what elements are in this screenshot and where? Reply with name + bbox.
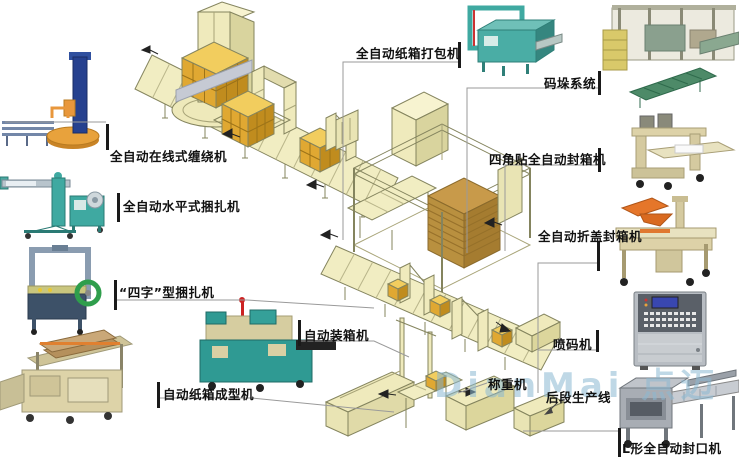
label-carton-strapper: 全自动纸箱打包机 bbox=[356, 46, 461, 61]
label-four-type-strapper: “四字”型捆扎机 bbox=[119, 285, 215, 300]
machine-arch-strapper bbox=[27, 245, 102, 335]
machine-carton-strapper bbox=[467, 5, 563, 76]
label-weigher: 称重机 bbox=[488, 377, 528, 392]
machine-l-sealer bbox=[618, 369, 739, 448]
main-conveyor-line bbox=[134, 1, 399, 218]
machine-pallet-wrapper bbox=[2, 52, 100, 149]
machine-corner-sealer bbox=[631, 113, 736, 190]
rear-line-section bbox=[324, 317, 566, 437]
palletizer-cell bbox=[346, 91, 532, 296]
label-l-sealer: L形全自动封口机 bbox=[622, 441, 722, 456]
rear-line-arrowhead bbox=[544, 407, 553, 415]
machine-case-packer bbox=[199, 297, 336, 392]
label-rear-line: 后段生产线 bbox=[546, 390, 612, 405]
machine-inkjet-printer bbox=[633, 291, 707, 370]
label-palletizing-system: 码垛系统 bbox=[544, 76, 597, 91]
leader-lines bbox=[5, 61, 618, 432]
label-corner-sealer: 四角贴全自动封箱机 bbox=[489, 152, 607, 167]
machine-palletizing-system bbox=[602, 5, 739, 108]
machine-fold-sealer bbox=[615, 196, 717, 286]
label-fold-sealer: 全自动折盖封箱机 bbox=[538, 229, 643, 244]
machine-horizontal-strapper bbox=[0, 172, 105, 239]
label-inkjet-printer: 喷码机 bbox=[553, 337, 593, 352]
label-case-packer: 自动装箱机 bbox=[304, 328, 370, 343]
flow-arrows bbox=[140, 45, 512, 399]
machine-carton-former bbox=[0, 329, 134, 424]
label-inline-wrapper: 全自动在线式缠绕机 bbox=[110, 149, 228, 164]
label-carton-former: 自动纸箱成型机 bbox=[163, 387, 255, 402]
label-horizontal-strapper: 全自动水平式捆扎机 bbox=[123, 199, 241, 214]
lower-conveyor-line bbox=[320, 245, 562, 371]
label-ticks bbox=[106, 42, 621, 457]
